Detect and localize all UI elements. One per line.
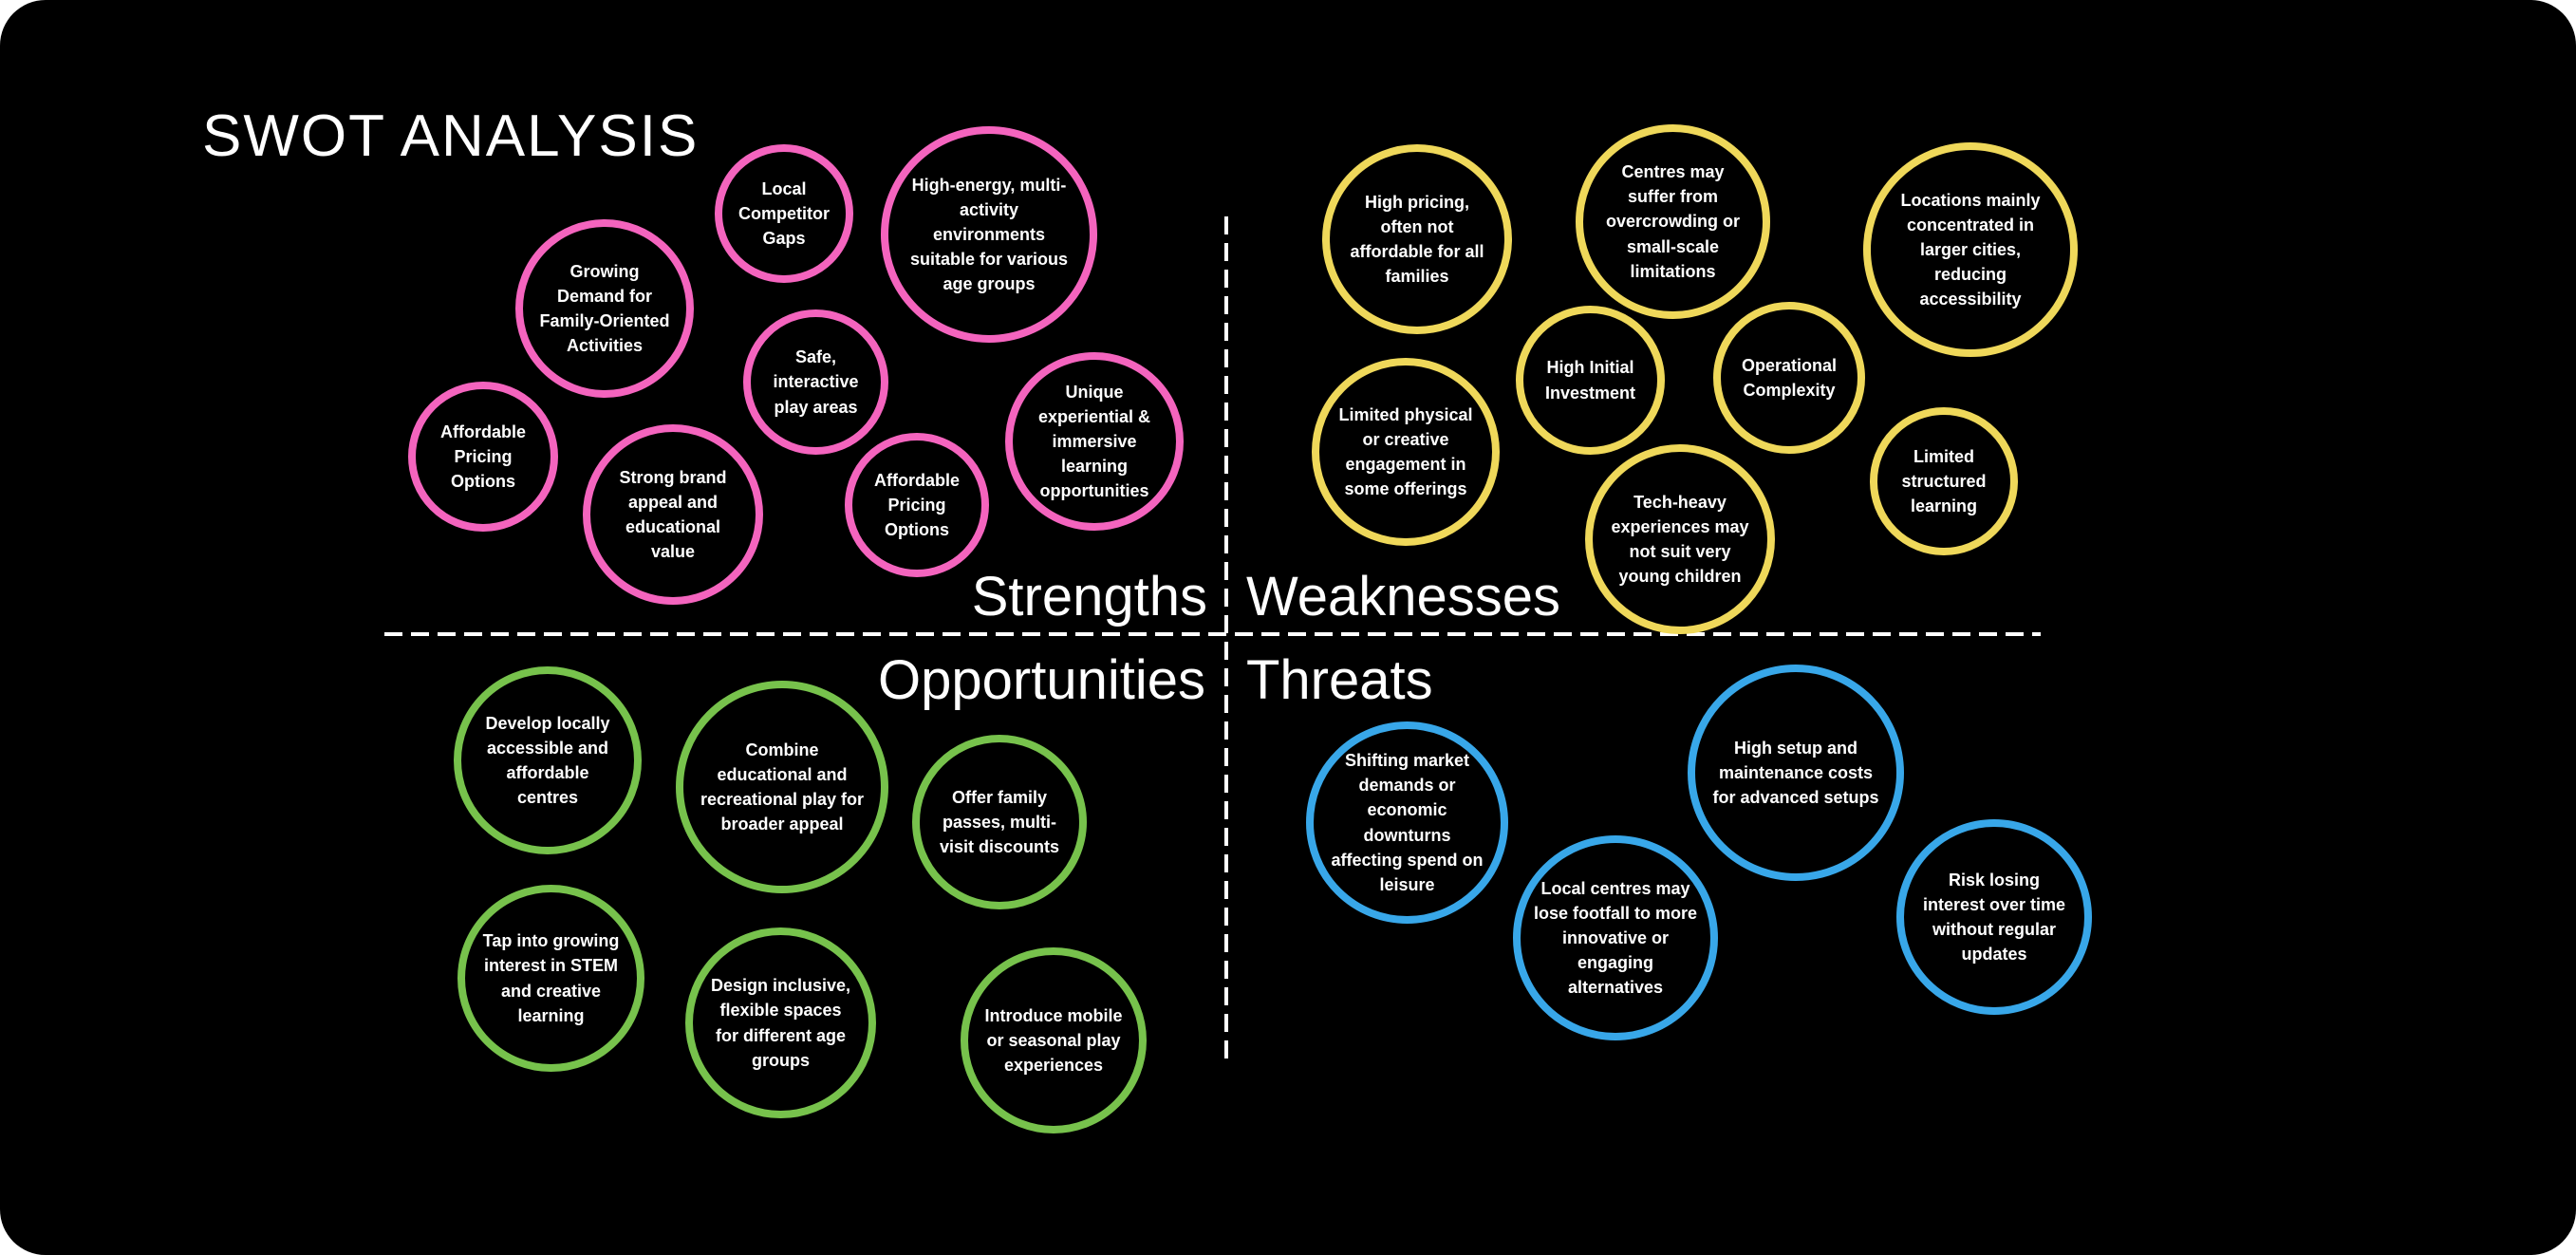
quadrant-label-strengths: Strengths <box>971 566 1207 628</box>
weakness-bubble-limited-engagement: Limited physical or creative engagement … <box>1312 358 1500 546</box>
threat-bubble-shifting-market: Shifting market demands or economic down… <box>1306 721 1508 924</box>
strength-bubble-affordable-pricing-2: Affordable Pricing Options <box>845 433 989 577</box>
opportunity-bubble-inclusive-spaces: Design inclusive, flexible spaces for di… <box>685 927 876 1118</box>
opportunity-bubble-mobile-seasonal: Introduce mobile or seasonal play experi… <box>961 947 1147 1133</box>
opportunity-bubble-stem-interest: Tap into growing interest in STEM and cr… <box>457 885 644 1072</box>
quadrant-label-opportunities: Opportunities <box>878 649 1205 711</box>
weakness-bubble-overcrowding: Centres may suffer from overcrowding or … <box>1576 124 1770 319</box>
weakness-bubble-limited-structured-learning: Limited structured learning <box>1870 407 2018 555</box>
weakness-bubble-high-pricing: High pricing, often not affordable for a… <box>1322 144 1512 334</box>
quadrant-label-threats: Threats <box>1246 649 1433 711</box>
strength-bubble-high-energy: High-energy, multi-activity environments… <box>881 126 1097 343</box>
strength-bubble-affordable-pricing-1: Affordable Pricing Options <box>408 382 558 532</box>
strength-bubble-strong-brand: Strong brand appeal and educational valu… <box>583 424 763 605</box>
opportunity-bubble-combine-educational: Combine educational and recreational pla… <box>676 681 888 893</box>
weakness-bubble-high-initial-investment: High Initial Investment <box>1516 306 1665 455</box>
strength-bubble-unique-experiential: Unique experiential & immersive learning… <box>1005 352 1184 531</box>
threat-bubble-high-setup-costs: High setup and maintenance costs for adv… <box>1688 665 1904 881</box>
strength-bubble-local-competitor-gaps: Local Competitor Gaps <box>715 144 853 283</box>
weakness-bubble-locations: Locations mainly concentrated in larger … <box>1863 142 2078 357</box>
opportunity-bubble-develop-locally: Develop locally accessible and affordabl… <box>454 666 642 854</box>
threat-bubble-lose-footfall: Local centres may lose footfall to more … <box>1513 835 1718 1040</box>
threat-bubble-risk-losing-interest: Risk losing interest over time without r… <box>1896 819 2092 1015</box>
quadrant-label-weaknesses: Weaknesses <box>1246 566 1560 628</box>
page-title: SWOT ANALYSIS <box>202 103 700 169</box>
weakness-bubble-operational-complexity: Operational Complexity <box>1713 302 1865 454</box>
strength-bubble-growing-demand: Growing Demand for Family-Oriented Activ… <box>515 219 694 398</box>
opportunity-bubble-family-passes: Offer family passes, multi-visit discoun… <box>912 735 1087 909</box>
strength-bubble-safe-play-areas: Safe, interactive play areas <box>743 309 888 455</box>
weakness-bubble-tech-heavy: Tech-heavy experiences may not suit very… <box>1585 444 1775 634</box>
